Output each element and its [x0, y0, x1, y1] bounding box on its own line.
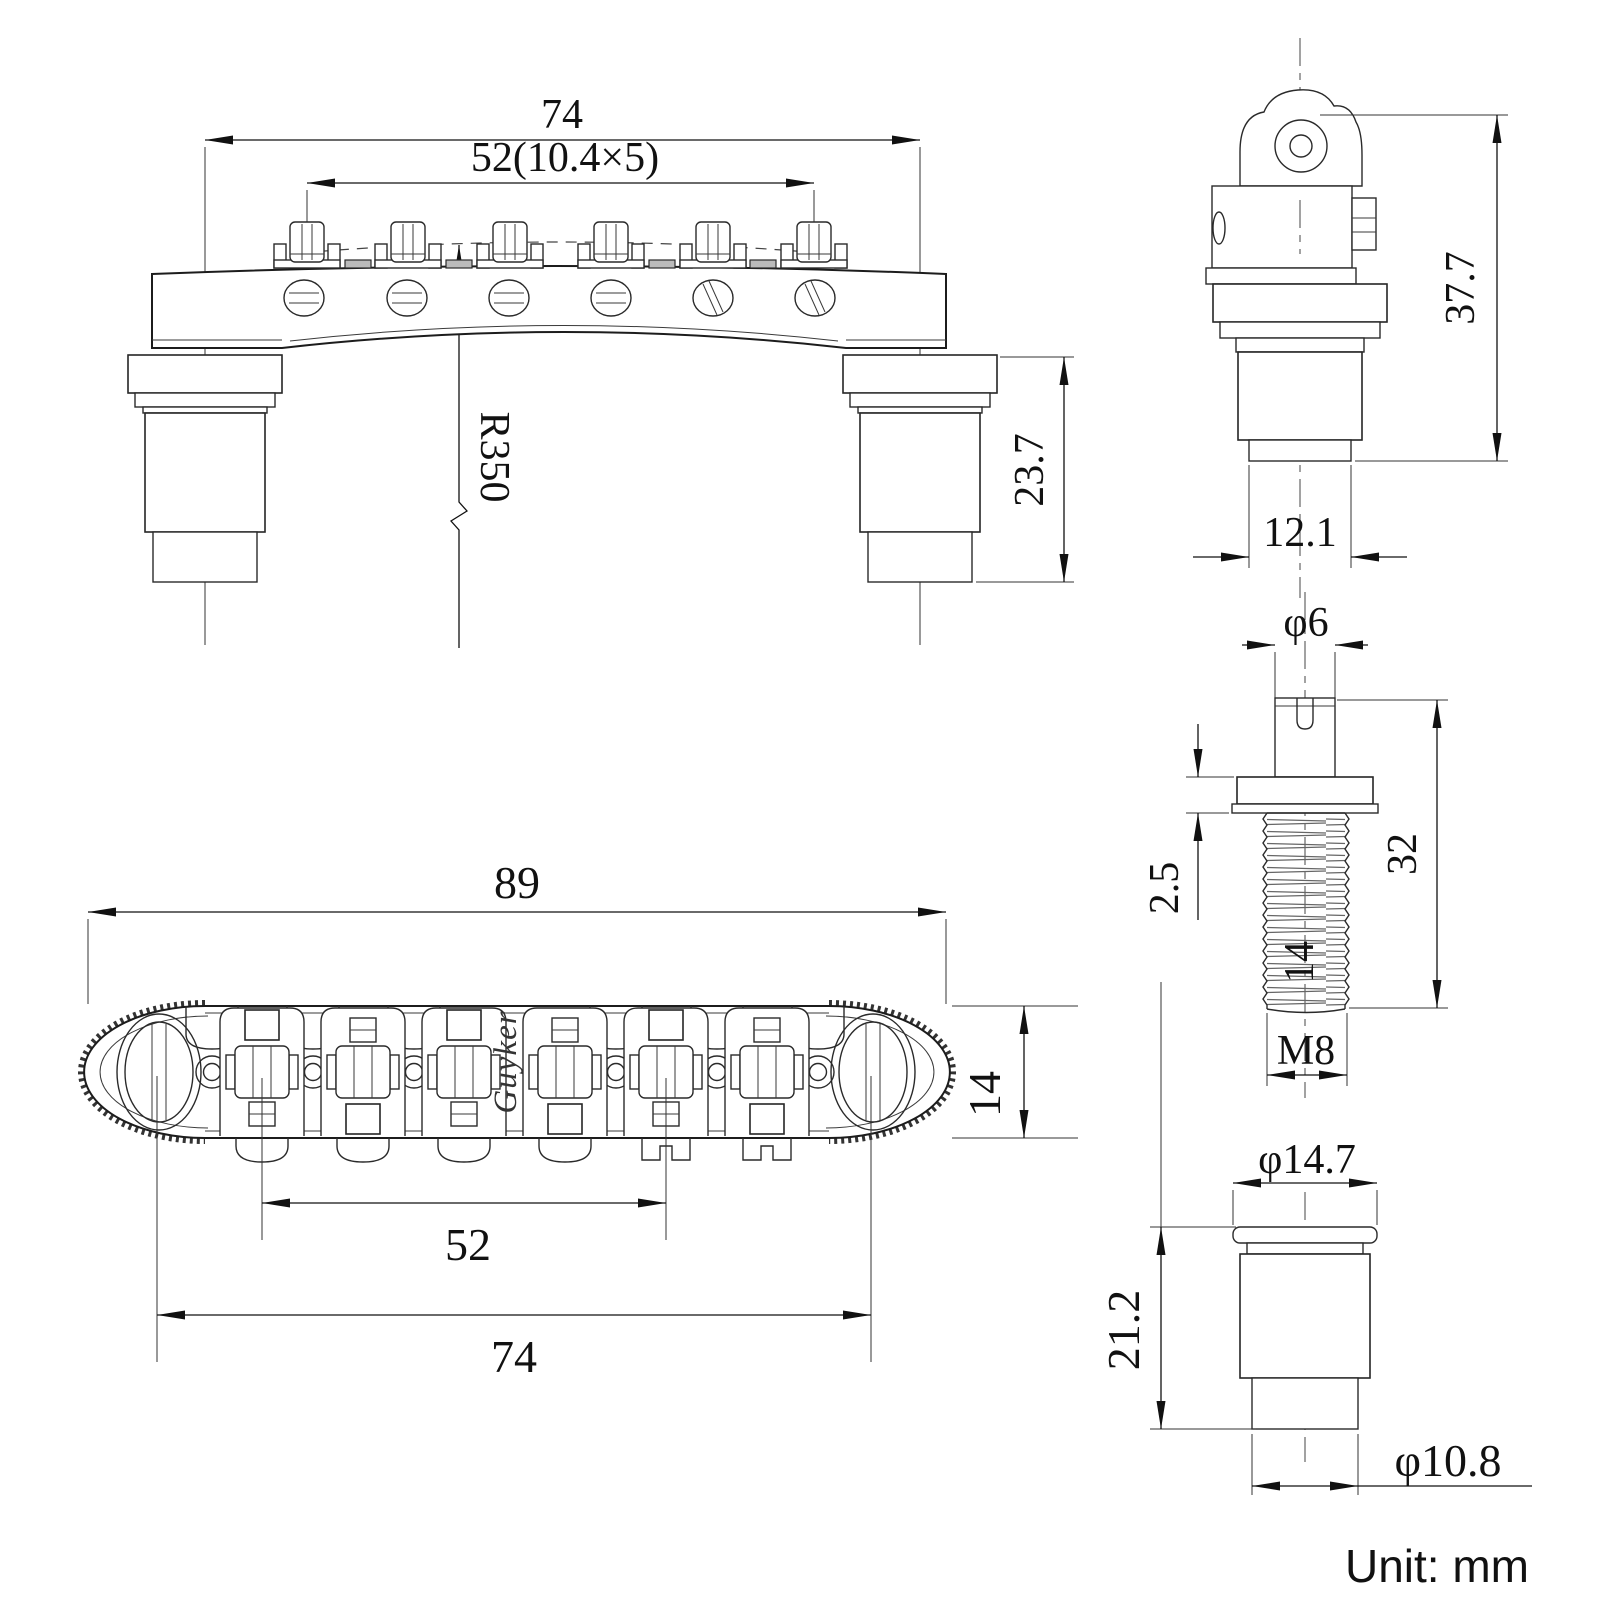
dim-body-dia: φ10.8	[1251, 1434, 1532, 1495]
foot-3	[437, 1137, 491, 1163]
intonation-screw-4	[590, 279, 632, 317]
dim-bushing-width-label: 12.1	[1263, 510, 1337, 556]
top-saddle-2	[320, 1007, 406, 1137]
saddle-4	[577, 221, 645, 269]
top-saddle-4	[522, 1007, 608, 1137]
dim-post-spacing-label: 74	[541, 92, 583, 138]
dim-arch-radius-label: R350	[471, 411, 517, 502]
dim-bushing-height-label: 21.2	[1098, 1290, 1149, 1371]
dim-thread-length-label: 14	[1277, 941, 1323, 983]
dim-saddle-span-label: 52	[445, 1219, 491, 1270]
stud-thread: 14	[1262, 812, 1350, 1014]
side-thumbwheel	[1212, 283, 1388, 353]
dim-thread-spec-label: M8	[1277, 1028, 1335, 1074]
dim-saddle-span: 52	[261, 1078, 667, 1270]
dim-shaft-length-label: 32	[1380, 833, 1426, 875]
dim-head-dia-label: φ6	[1283, 600, 1328, 646]
foot-4	[538, 1137, 592, 1163]
bushing-view: φ14.7 21.2 φ10.8	[1098, 982, 1532, 1495]
dim-post-height: 23.7	[976, 356, 1074, 583]
stud-view: φ6 2.5 14	[1142, 592, 1448, 1098]
intonation-screw-5	[692, 279, 734, 317]
intonation-screw-6	[794, 279, 836, 317]
dim-string-spacing-label: 52(10.4×5)	[471, 135, 659, 181]
unit-note: Unit: mm	[1345, 1540, 1529, 1592]
left-post-assembly	[127, 354, 283, 583]
top-view: 89 Guyker	[78, 857, 1078, 1382]
foot-2	[336, 1137, 390, 1163]
saddle-6	[780, 221, 848, 269]
dim-bushing-height: 21.2	[1098, 982, 1256, 1430]
bridge-arch-inner-line	[289, 325, 839, 342]
right-end-knurl	[828, 1000, 956, 1144]
saddle-1	[273, 221, 341, 269]
front-view: 74 52(10.4×5) R350	[127, 92, 1074, 648]
dim-flange-thickness-label: 2.5	[1142, 862, 1188, 915]
top-saddle-6	[724, 1007, 810, 1137]
saddle-5	[679, 221, 747, 269]
set-screw-tabs	[344, 259, 777, 269]
dim-string-spacing: 52(10.4×5)	[306, 135, 815, 250]
bushing-body	[1232, 1226, 1378, 1430]
dim-post-height-label: 23.7	[1007, 433, 1053, 507]
brand-logo: Guyker	[488, 1010, 524, 1113]
dim-shaft-length: 32	[1337, 699, 1448, 1009]
side-saddle	[1239, 89, 1363, 187]
dim-body-dia-label: φ10.8	[1394, 1435, 1501, 1486]
post-side-view: 37.7 12.1	[1193, 38, 1508, 598]
stud-head	[1274, 697, 1336, 778]
dim-overall-length-label: 89	[494, 857, 540, 908]
intonation-screw-3	[488, 279, 530, 317]
dim-thread-spec: M8	[1266, 1013, 1348, 1086]
dim-overall-length: 89	[87, 857, 947, 1004]
dim-flange-dia: φ14.7	[1232, 1137, 1378, 1225]
right-post-assembly	[842, 354, 998, 583]
dim-post-spacing: 74	[205, 92, 920, 145]
dim-arch-radius: R350	[450, 245, 517, 648]
saddle-3	[476, 221, 544, 269]
foot-6	[742, 1137, 792, 1161]
dim-head-dia: φ6	[1242, 600, 1368, 698]
left-end-knurl	[78, 1000, 206, 1144]
dim-bushing-width: 12.1	[1193, 465, 1407, 568]
dim-body-width: 14	[952, 1005, 1078, 1139]
stud-flange	[1231, 776, 1379, 814]
dim-overall-height: 37.7	[1320, 114, 1508, 462]
side-body-block	[1205, 185, 1377, 285]
intonation-screw-1	[283, 279, 325, 317]
saddle-2	[374, 221, 442, 269]
dim-body-width-label: 14	[959, 1071, 1010, 1117]
dim-flange-dia-label: φ14.7	[1258, 1137, 1356, 1183]
dim-flange-thickness: 2.5	[1142, 724, 1234, 920]
intonation-screw-2	[386, 279, 428, 317]
side-bushing	[1237, 351, 1363, 462]
dim-overall-height-label: 37.7	[1438, 251, 1484, 325]
dim-post-spacing-top-label: 74	[491, 1331, 537, 1382]
dim-post-spacing-top: 74	[156, 1076, 872, 1382]
